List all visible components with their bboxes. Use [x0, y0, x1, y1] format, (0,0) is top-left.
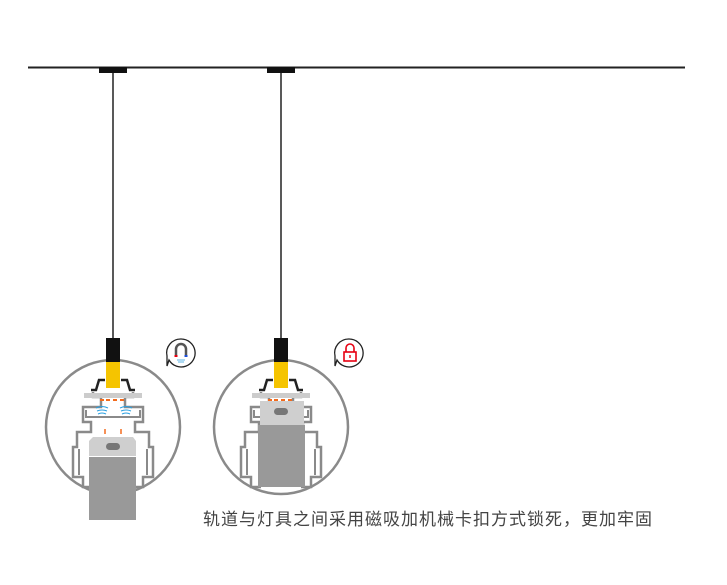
wire-clamp	[106, 338, 120, 362]
connector	[106, 362, 120, 388]
caption: 轨道与灯具之间采用磁吸加机械卡扣方式锁死，更加牢固	[203, 510, 653, 530]
contacts	[100, 399, 124, 401]
connector	[274, 362, 288, 388]
magnetic-wave-icon	[95, 406, 133, 415]
lamp-body	[89, 457, 136, 520]
lock-icon	[343, 343, 357, 362]
lamp-body	[258, 425, 305, 487]
fixture-locked	[212, 67, 364, 496]
fixture-magnetic	[44, 67, 196, 520]
lamp-latch	[274, 408, 288, 415]
lock-badge	[334, 338, 364, 368]
magnet-plate	[252, 393, 310, 398]
lamp-contacts	[104, 429, 122, 434]
magnet-badge	[166, 338, 196, 368]
magnet-icon	[174, 342, 188, 363]
magnet-plate	[84, 393, 142, 398]
lamp-latch	[106, 443, 120, 450]
wire-clamp	[274, 338, 288, 362]
track-mount	[99, 67, 127, 73]
contacts	[268, 399, 292, 401]
track-mount	[267, 67, 295, 73]
